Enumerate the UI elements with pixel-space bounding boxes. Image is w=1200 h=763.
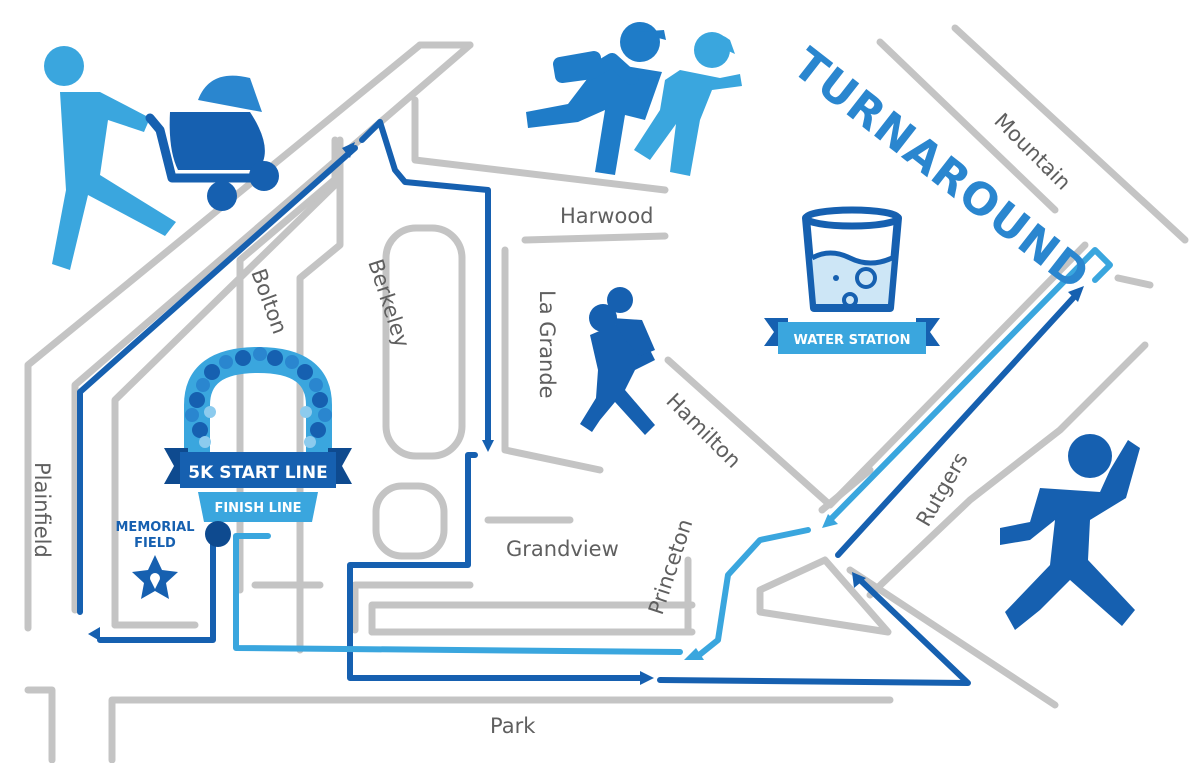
street-berkeley: Berkeley [363, 256, 414, 350]
water-station: WATER STATION [764, 206, 940, 354]
runner-icon [1000, 434, 1140, 630]
street-harwood: Harwood [560, 204, 654, 228]
start-point-marker [205, 521, 231, 547]
street-mountain: Mountain [989, 109, 1075, 195]
memorial-field: MEMORIAL FIELD [116, 520, 195, 599]
star-location-icon [132, 555, 178, 599]
route-arrow [852, 572, 866, 588]
start-line-label: 5K START LINE [188, 463, 327, 483]
street-grandview: Grandview [506, 537, 619, 561]
two-runners-icon [526, 22, 742, 176]
route-arrow [342, 142, 355, 158]
route-arrow [640, 671, 654, 685]
memorial-label-line1: MEMORIAL [116, 520, 195, 535]
street-plainfield: Plainfield [30, 462, 54, 558]
street-park: Park [490, 714, 536, 738]
water-station-label: WATER STATION [794, 333, 911, 348]
water-station-banner: WATER STATION [764, 318, 940, 354]
route-arrow [684, 648, 704, 660]
route-arrow [822, 514, 838, 528]
piggyback-runner-icon [580, 287, 655, 435]
finish-line-label: FINISH LINE [214, 501, 301, 516]
memorial-label-line2: FIELD [134, 536, 176, 551]
route-arrow [88, 627, 100, 641]
water-cup-icon [802, 206, 902, 312]
street-hamilton: Hamilton [661, 389, 745, 473]
start-finish-arch: 5K START LINE FINISH LINE [164, 346, 352, 547]
person-pushing-stroller-icon [44, 46, 279, 270]
route-arrow [482, 440, 494, 452]
route-dark-blue [77, 119, 1084, 686]
route-arrow [1068, 286, 1084, 302]
street-la-grande: La Grande [535, 290, 559, 399]
route-light-blue [233, 247, 1113, 660]
street-bolton: Bolton [246, 266, 292, 338]
